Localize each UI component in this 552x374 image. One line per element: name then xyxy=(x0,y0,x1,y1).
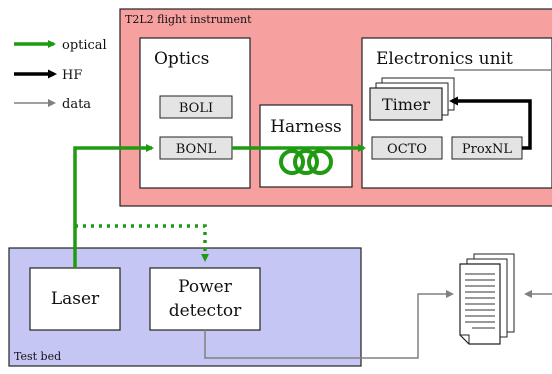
power-detector-label-line2: detector xyxy=(169,301,242,321)
optics-title: Optics xyxy=(154,49,209,69)
boli-label: BOLI xyxy=(179,101,213,116)
timer-label: Timer xyxy=(382,95,430,114)
power-detector-box xyxy=(149,267,261,331)
timer-stack: Timer xyxy=(369,77,455,121)
boli-box xyxy=(159,95,233,119)
octo-label: OCTO xyxy=(387,142,427,157)
optical-legend-label: optical xyxy=(62,38,107,53)
test-bed-title: Test bed xyxy=(14,350,61,363)
bonl-label: BONL xyxy=(176,142,217,157)
proxnl-label: ProxNL xyxy=(462,142,512,157)
data-power-detector-to-files xyxy=(204,290,454,359)
laser-label: Laser xyxy=(51,289,100,309)
optical-laser-to-bonl xyxy=(73,144,154,268)
document-stack-icon xyxy=(459,253,515,345)
electronics-unit-title: Electronics unit xyxy=(376,49,513,69)
legend: optical HF data xyxy=(14,38,107,112)
data-legend-label: data xyxy=(62,97,91,112)
fiber-coil-icon xyxy=(279,149,333,175)
hf-legend-label: HF xyxy=(62,68,82,83)
flight-instrument-title: T2L2 flight instrument xyxy=(125,13,252,26)
harness-title: Harness xyxy=(270,117,342,137)
timer-box xyxy=(369,87,443,121)
optical-split-to-power-detector xyxy=(75,224,209,262)
power-detector-label-line1: Power xyxy=(178,277,233,297)
laser-box xyxy=(29,267,121,331)
hf-proxnl-timer-connection xyxy=(449,96,532,150)
octo-box xyxy=(371,136,443,160)
